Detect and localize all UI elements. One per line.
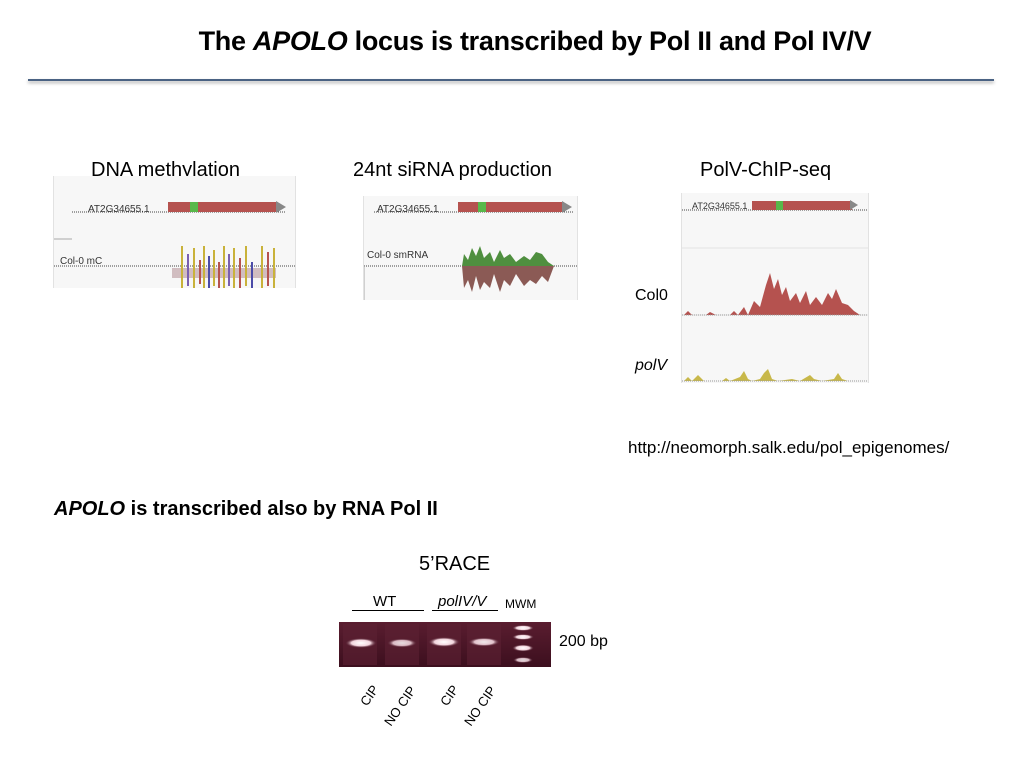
chip-row-label-polv: polV <box>635 357 668 374</box>
gel-group-wt-underline <box>352 610 424 611</box>
title-gene: APOLO <box>252 26 348 56</box>
chip-track-graphic: AT2G34655.1 <box>682 200 868 382</box>
source-url: http://neomorph.salk.edu/pol_epigenomes/ <box>628 438 950 457</box>
sirna-track-label: Col-0 smRNA <box>367 250 428 261</box>
chip-row-label-col0: Col0 <box>635 287 668 304</box>
gel-lane-label-4: NO CIP <box>461 683 499 729</box>
methylation-track: AT2G34655.1 Col-0 mC <box>53 176 296 288</box>
panel-label-sirna: 24nt siRNA production <box>353 159 553 181</box>
gel-image <box>339 622 551 667</box>
title-divider <box>28 79 994 81</box>
sirna-gene-label: AT2G34655.1 <box>377 204 439 215</box>
gel-group-wt: WT <box>373 593 397 610</box>
subheading-text: is transcribed also by RNA Pol II <box>125 498 438 520</box>
methylation-gene-label: AT2G34655.1 <box>88 204 150 215</box>
gel-lane-label-3: CIP <box>437 682 462 709</box>
gel-lane-label-1: CIP <box>357 682 382 709</box>
gel-group-polivv-underline <box>432 610 498 611</box>
gel-marker-label: MWM <box>505 597 537 611</box>
slide-title: The APOLO locus is transcribed by Pol II… <box>0 26 1024 57</box>
gel-group-polivv: polIV/V <box>438 593 487 610</box>
gel-lane-label-2: NO CIP <box>381 683 419 729</box>
chip-track: AT2G34655.1 <box>681 193 869 383</box>
methylation-track-graphic: AT2G34655.1 Col-0 mC <box>54 201 295 288</box>
sirna-track-graphic: AT2G34655.1 Col-0 smRNA <box>364 201 577 300</box>
race-title: 5’RACE <box>419 553 491 575</box>
subheading-gene: APOLO <box>54 498 126 520</box>
chip-gene-label: AT2G34655.1 <box>692 201 747 211</box>
gel-image-graphic <box>339 622 551 667</box>
gel-size-label: 200 bp <box>559 633 608 650</box>
methylation-track-label: Col-0 mC <box>60 256 102 267</box>
title-prefix: The <box>198 26 253 56</box>
panel-label-chip: PolV-ChIP-seq <box>700 159 832 181</box>
sirna-track: AT2G34655.1 Col-0 smRNA <box>363 196 578 300</box>
title-suffix: locus is transcribed by Pol II and Pol I… <box>347 26 872 56</box>
section-subheading: APOLO is transcribed also by RNA Pol II <box>54 498 438 521</box>
panel-label-methylation: DNA methylation <box>91 159 240 181</box>
